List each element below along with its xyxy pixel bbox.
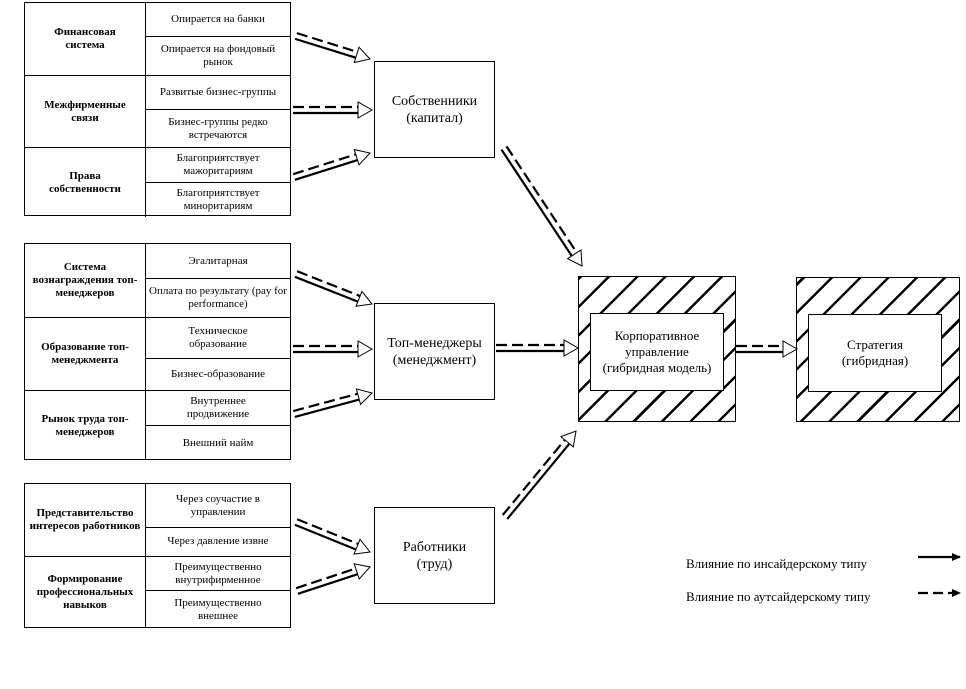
option-technical-education: Техническое образование <box>188 325 248 350</box>
arrow-representation-to-workers <box>294 518 371 555</box>
arrow-dashed-line <box>501 439 566 516</box>
arrow-skills-to-workers <box>295 563 371 595</box>
arrow-dashed-line <box>296 32 358 54</box>
arrow-head <box>353 563 371 580</box>
owners-box: Собственники (капитал) <box>374 61 495 158</box>
governance-label: Корпоративное управление (гибридная моде… <box>602 328 712 375</box>
arrow-dashed-line <box>292 392 358 413</box>
arrow-head <box>357 340 374 358</box>
group-worker-representation: Представительство интересов работников Ч… <box>25 484 290 556</box>
owners-label: Собственники (капитал) <box>391 93 478 126</box>
arrow-property-to-owners <box>292 148 371 181</box>
arrow-head <box>355 388 373 406</box>
group-label: Права собственности <box>25 148 146 217</box>
arrow-head <box>353 148 371 166</box>
group-label: Рынок труда топ-менеджеров <box>25 391 146 460</box>
legend-outsider-label: Влияние по аутсайдерскому типу <box>686 589 871 604</box>
group-property-rights: Права собственности Благоприятствует маж… <box>25 147 290 217</box>
arrow-head <box>782 340 799 358</box>
arrow-dashed-line <box>296 270 361 298</box>
arrow-solid-line <box>506 443 571 520</box>
arrow-head <box>357 101 374 119</box>
arrow-dashed-line <box>295 567 357 590</box>
table-labor: Представительство интересов работников Ч… <box>24 483 291 628</box>
arrow-reward-to-managers <box>294 270 373 307</box>
arrow-interfirm-to-owners <box>293 101 374 119</box>
group-skills-formation: Формирование профессиональных навыков Пр… <box>25 556 290 628</box>
option-business-education: Бизнес-образование <box>146 358 290 390</box>
arrow-labor-market-to-managers <box>292 388 373 418</box>
arrow-dashed-line <box>292 153 357 176</box>
group-label: Образование топ-менеджмента <box>25 318 146 390</box>
option-internal-promotion: Внутреннее продвижение <box>186 395 250 420</box>
arrow-solid-line <box>294 275 359 303</box>
governance-box: Корпоративное управление (гибридная моде… <box>590 313 724 391</box>
strategy-label: Стратегия (гибридная) <box>841 337 909 368</box>
group-interfirm-links: Межфирменные связи Развитые бизнес-групп… <box>25 75 290 147</box>
managers-box: Топ-менеджеры (менеджмент) <box>374 303 495 400</box>
arrow-solid-line <box>500 149 573 257</box>
workers-box: Работники (труд) <box>374 507 495 604</box>
arrow-financial-to-owners <box>294 32 371 64</box>
arrow-head <box>566 249 583 267</box>
arrow-head <box>353 538 371 555</box>
legend-insider-label: Влияние по инсайдерскому типу <box>686 556 867 571</box>
arrow-solid-line <box>294 37 357 59</box>
group-labor-market: Рынок труда топ-менеджеров Внутреннее пр… <box>25 390 290 460</box>
arrow-owners-to-governance <box>500 145 583 267</box>
arrow-managers-to-governance <box>496 339 580 357</box>
option-stock-market: Опирается на фондовый рынок <box>146 36 290 74</box>
option-majority: Благоприятствует мажоритариям <box>176 152 260 177</box>
strategy-box: Стратегия (гибридная) <box>808 314 942 392</box>
option-participation: Через соучастие в управлении <box>176 492 260 518</box>
arrow-solid-line <box>294 523 357 551</box>
group-label: Система вознаграждения топ-менеджеров <box>25 244 146 317</box>
group-education: Образование топ-менеджмента Техническое … <box>25 317 290 390</box>
arrow-solid-line <box>297 573 358 595</box>
managers-label: Топ-менеджеры (менеджмент) <box>387 335 482 368</box>
option-external-pressure: Через давление извне <box>146 527 290 555</box>
option-banks: Опирается на банки <box>171 13 265 25</box>
arrow-dashed-line <box>296 518 359 545</box>
option-egalitarian: Эгалитарная <box>188 254 248 267</box>
group-financial-system: Финансовая система Опирается на банки Оп… <box>25 3 290 75</box>
arrow-dashed-line <box>505 145 578 254</box>
option-developed-groups: Развитые бизнес-группы <box>159 86 277 98</box>
arrow-head <box>355 290 373 307</box>
group-label: Представительство интересов работников <box>25 484 146 556</box>
arrow-governance-to-strategy <box>736 340 799 358</box>
arrow-education-to-managers <box>293 340 374 358</box>
arrow-head <box>353 46 371 64</box>
option-pay-for-performance: Оплата по результату (pay for performanc… <box>146 278 290 316</box>
arrow-workers-to-governance <box>501 430 577 520</box>
workers-label: Работники (труд) <box>402 539 467 572</box>
option-rare-groups: Бизнес-группы редко встречаются <box>146 109 290 147</box>
arrow-head <box>563 339 580 357</box>
arrow-solid-line <box>294 398 360 418</box>
table-management: Система вознаграждения топ-менеджеров Эг… <box>24 243 291 460</box>
table-capital: Финансовая система Опирается на банки Оп… <box>24 2 291 217</box>
group-label: Формирование профессиональных навыков <box>25 557 146 628</box>
arrow-solid-line <box>294 159 358 181</box>
option-external-hire: Внешний найм <box>146 425 290 460</box>
option-minority: Благоприятствует миноритариям <box>146 182 290 217</box>
group-label: Межфирменные связи <box>25 76 146 147</box>
group-label: Финансовая система <box>25 3 146 75</box>
option-internal-skills: Преимущественно внутрифирменное <box>174 560 262 586</box>
arrow-head <box>559 430 577 448</box>
group-reward-system: Система вознаграждения топ-менеджеров Эг… <box>25 244 290 317</box>
option-external-skills: Преимущественно внешнее <box>146 590 290 628</box>
